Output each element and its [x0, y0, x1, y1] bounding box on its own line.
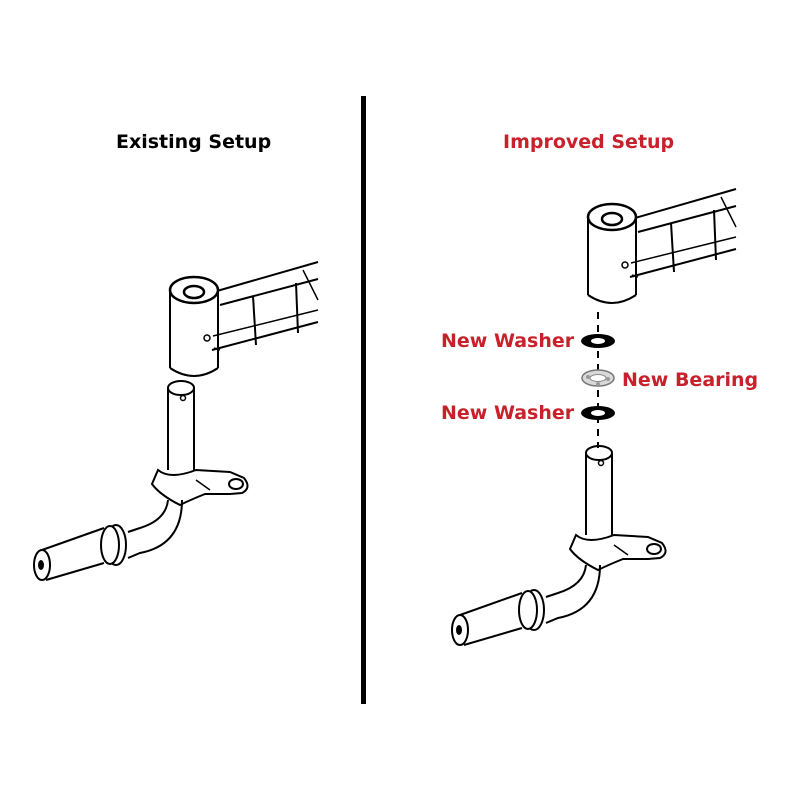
washer-top-icon	[581, 334, 615, 348]
existing-spindle-assembly	[33, 380, 249, 581]
new-bearing-label: New Bearing	[622, 369, 759, 391]
existing-setup-title: Existing Setup	[116, 131, 272, 153]
improved-arm-assembly	[586, 187, 738, 305]
improved-setup-title: Improved Setup	[503, 131, 675, 153]
new-washer-top-label: New Washer	[441, 330, 575, 352]
improved-spindle-assembly	[451, 445, 667, 646]
washer-bottom-icon	[581, 406, 615, 420]
existing-arm-assembly	[168, 260, 320, 378]
new-washer-bottom-label: New Washer	[441, 402, 575, 424]
bearing-icon	[581, 369, 615, 387]
panel-divider	[361, 96, 366, 704]
